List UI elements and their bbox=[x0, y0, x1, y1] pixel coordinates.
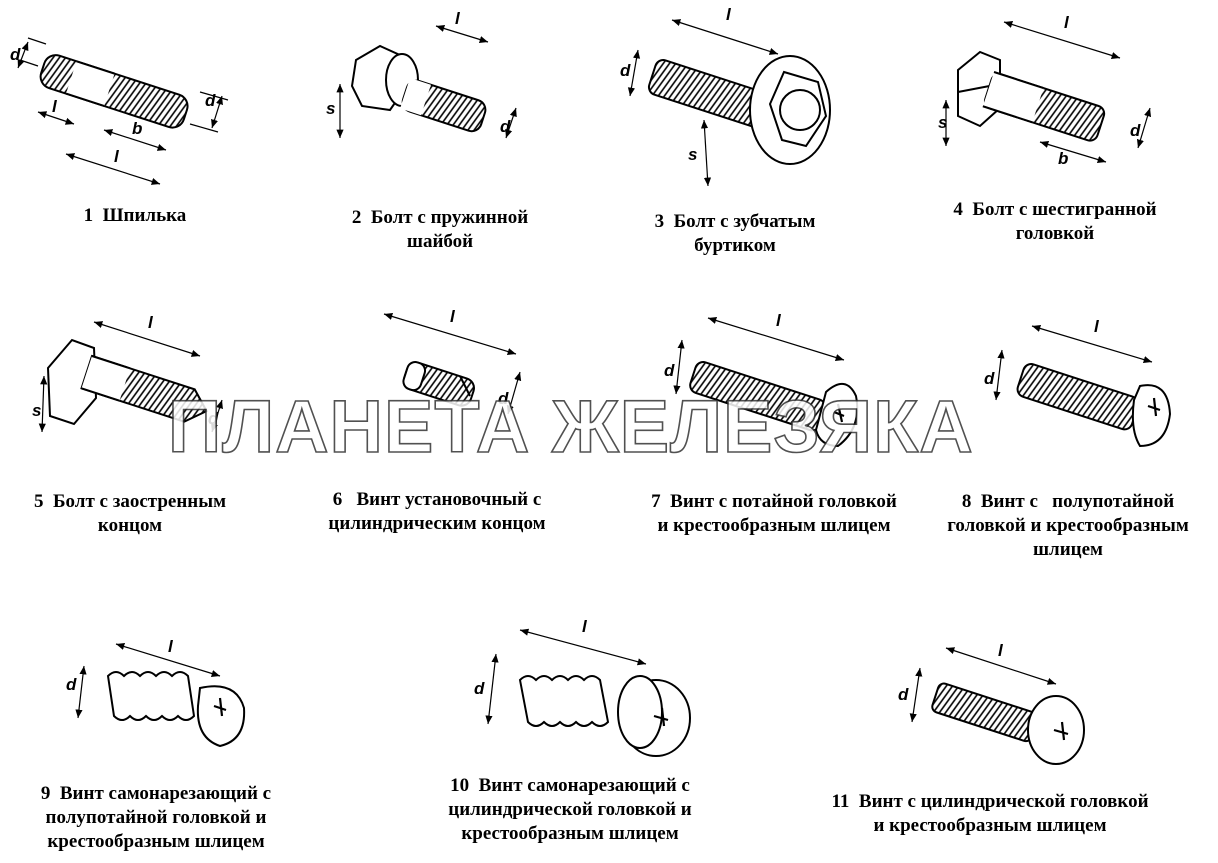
label-l: l bbox=[455, 9, 461, 28]
label-b: b bbox=[1058, 149, 1068, 168]
label-s: s bbox=[688, 145, 697, 164]
label-d: d bbox=[1130, 121, 1141, 140]
caption-2: 2 Болт с пружинной шайбой bbox=[351, 207, 529, 252]
fig-2-bolt-spring-washer: l s d bbox=[326, 9, 517, 139]
caption-7: 7 Винт с потайной головкой и крестообраз… bbox=[651, 491, 897, 536]
label-d: d bbox=[208, 409, 219, 428]
caption-4: 4 Болт с шестигранной головкой bbox=[953, 199, 1157, 244]
caption-11: 11 Винт с цилиндрической головкой и крес… bbox=[831, 791, 1149, 836]
caption-9: 9 Винт самонарезающий с полупотайной гол… bbox=[40, 783, 272, 852]
label-s: s bbox=[32, 401, 41, 420]
label-b: b bbox=[132, 119, 142, 138]
fig-9-self-tapping-countersunk: l d bbox=[66, 637, 246, 748]
label-l: l bbox=[998, 641, 1004, 660]
label-l: l bbox=[582, 617, 588, 636]
label-s: s bbox=[938, 113, 947, 132]
label-d: d bbox=[205, 91, 216, 110]
fig-7-countersunk-phillips: l d bbox=[664, 311, 859, 448]
label-l: l bbox=[114, 147, 120, 166]
fig-8-raised-countersunk-phillips: l d bbox=[984, 317, 1172, 448]
caption-3: 3 Болт с зубчатым буртиком bbox=[654, 211, 816, 256]
fig-4-hex-bolt: l s b d bbox=[938, 13, 1152, 168]
fig-10-self-tapping-cheese: l d bbox=[474, 617, 691, 757]
label-d: d bbox=[500, 117, 511, 136]
label-l: l bbox=[450, 307, 456, 326]
label-d: d bbox=[66, 675, 77, 694]
label-s: s bbox=[326, 99, 335, 118]
fig-6-set-screw: l d bbox=[383, 307, 522, 415]
label-d: d bbox=[984, 369, 995, 388]
label-l: l bbox=[168, 637, 174, 656]
label-d: d bbox=[620, 61, 631, 80]
caption-6: 6 Винт установочный с цилиндрическим кон… bbox=[328, 489, 546, 534]
label-l: l bbox=[148, 313, 154, 332]
fig-5-bolt-pointed-end: l s d bbox=[32, 313, 223, 433]
label-l: l bbox=[52, 97, 58, 116]
label-d: d bbox=[664, 361, 675, 380]
label-l: l bbox=[726, 5, 732, 24]
caption-5: 5 Болт с заостренным концом bbox=[33, 491, 227, 536]
label-l: l bbox=[1064, 13, 1070, 32]
label-d: d bbox=[898, 685, 909, 704]
label-l: l bbox=[1094, 317, 1100, 336]
fig-3-bolt-toothed-flange: l d s bbox=[620, 5, 831, 187]
watermark: ПЛАНЕТА ЖЕЛЕЗЯКА bbox=[167, 384, 974, 469]
fig-1-stud: d l b l d bbox=[10, 37, 229, 185]
label-d: d bbox=[474, 679, 485, 698]
caption-8: 8 Винт с полупотайной головкой и крестоо… bbox=[947, 491, 1189, 560]
caption-1: 1 Шпилька bbox=[83, 205, 187, 226]
fig-11-cheese-head-phillips: l d bbox=[898, 641, 1085, 765]
label-d: d bbox=[498, 389, 509, 408]
label-l: l bbox=[776, 311, 782, 330]
caption-10: 10 Винт самонарезающий с цилиндрической … bbox=[448, 775, 692, 844]
label-d: d bbox=[10, 45, 21, 64]
